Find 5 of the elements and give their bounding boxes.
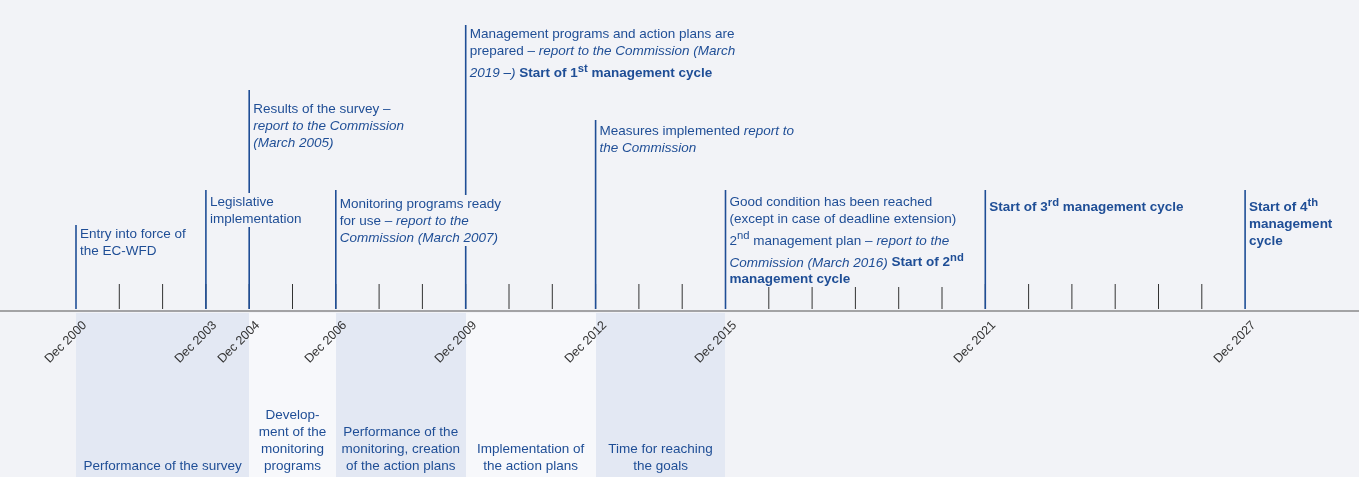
period-label: Time for reaching the goals (607, 440, 714, 475)
period-label: Develop-ment of the monitoring programs (257, 406, 328, 475)
period-label: Implementation of the action plans (475, 440, 586, 475)
period-label: Performance of the survey (83, 457, 242, 475)
period-label: Performance of the monitoring, creation of the action plans (340, 423, 461, 475)
